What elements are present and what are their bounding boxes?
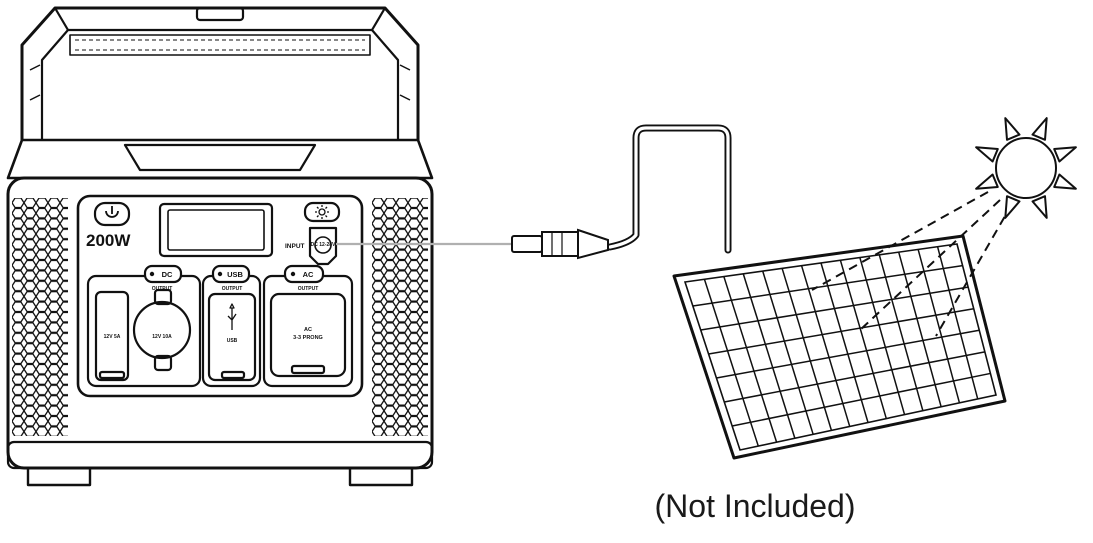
cell-row-line [708,307,974,355]
cell-column-line [859,257,906,415]
right-vent-grille [372,198,428,436]
ac-output-label: OUTPUT [298,286,319,292]
usb-tag: USB [227,270,243,279]
ac-tag: AC [303,270,314,279]
usb-port-label: USB [227,338,238,344]
cell-column-line [761,270,814,435]
sun-ray-triangle [1031,117,1048,141]
cell-column-line [897,251,942,407]
sun-ray-triangle [1053,146,1077,163]
model-label: 200W [86,231,131,250]
charging-cable [336,124,732,254]
cell-column-line [800,265,851,427]
ac-port-label-2: 3-3 PRONG [293,335,323,341]
cell-row-line [731,372,991,427]
usb-output-section [201,264,262,388]
input-port-text: DC 12-28V [311,242,336,248]
ac-output-section [262,264,354,388]
cell-column-line [936,246,979,400]
cell-column-line [820,262,869,423]
sun-ray-triangle [1004,195,1021,219]
cell-column-line [742,273,796,439]
sun-ray-triangle [1004,117,1021,141]
usb-output-label: OUTPUT [222,286,243,292]
dc-tag: DC [162,270,173,279]
dc-output-label: OUTPUT [152,286,173,292]
power-station [6,6,434,487]
dc-input-port [308,226,338,266]
left-vent-grille [12,198,68,436]
cell-column-line [878,254,924,411]
solar-cell-grid [692,246,991,447]
power-icon [105,206,119,218]
sunlight-rays [811,191,1013,337]
light-button [303,201,341,223]
not-included-caption: (Not Included) [654,488,856,524]
sun-icon [315,205,329,219]
cell-column-line [781,268,833,431]
usb-icon [227,303,237,330]
dc-output-section [86,264,202,388]
lcd-display [158,202,274,258]
sun-ray-triangle [1053,173,1077,190]
solar-connector [511,228,609,260]
cell-row-line [716,329,980,379]
cell-column-line [703,279,759,447]
cell-row-line [692,264,963,307]
input-label: INPUT [285,243,305,250]
cell-row-line [724,351,985,403]
solar-panel [672,234,1007,460]
ac-port-label-1: AC [304,327,312,333]
sun-illustration [975,117,1077,219]
cell-column-line [839,260,888,419]
sun-ray-triangle [1031,195,1048,219]
cell-column-line [723,276,778,443]
dc-right-port-label: 12V 10A [152,334,172,340]
carry-handle [20,6,420,140]
power-button [93,201,131,227]
cell-column-line [917,249,961,404]
sun-ray-triangle [975,173,999,190]
dc-left-port-label: 12V 5A [104,334,121,340]
cell-row-line [700,286,969,331]
sun-ray-triangle [975,146,999,163]
